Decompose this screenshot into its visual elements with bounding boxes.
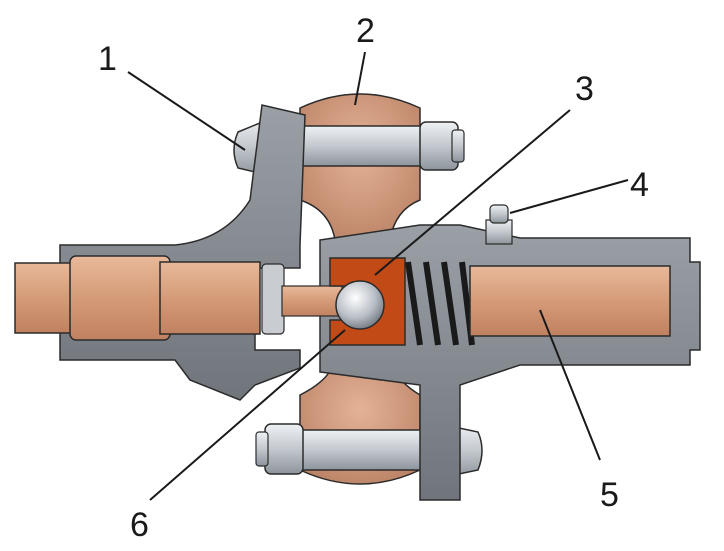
callout-2: 2 — [356, 12, 375, 50]
leader-lines — [127, 51, 629, 501]
spring — [405, 261, 475, 346]
callout-1: 1 — [98, 40, 117, 78]
callout-5: 5 — [600, 476, 619, 514]
leader-line-3 — [374, 109, 571, 276]
left-shaft — [14, 255, 343, 341]
leader-line-1 — [127, 71, 246, 151]
callout-4: 4 — [630, 166, 649, 204]
callout-6: 6 — [130, 506, 149, 544]
leader-line-2 — [354, 51, 366, 106]
leader-line-4 — [509, 179, 629, 214]
right-shaft — [469, 265, 671, 337]
grease-fitting — [485, 204, 513, 245]
callout-3: 3 — [575, 70, 594, 108]
left-yoke-housing — [59, 104, 306, 401]
leader-line-5 — [539, 309, 601, 461]
ball — [335, 280, 385, 330]
leader-line-6 — [149, 329, 346, 501]
